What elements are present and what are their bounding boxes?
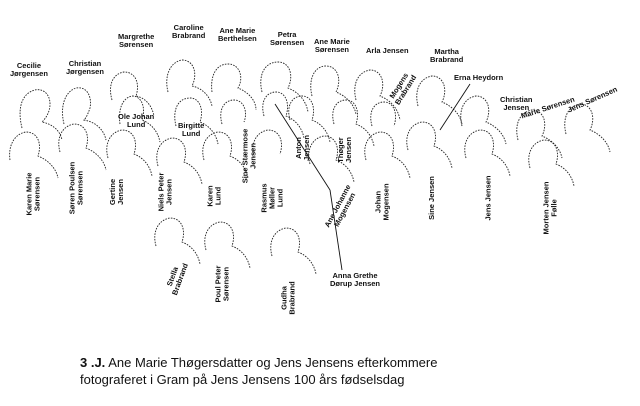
figure-caption: 3 .J. Ane Marie Thøgersdatter og Jens Je… <box>80 354 550 388</box>
label-rasmus: Rasmus Møller Lund <box>259 183 285 213</box>
label-caroline: Caroline Brabrand <box>172 23 206 40</box>
label-sine-jensen: Sine Jensen <box>426 176 436 220</box>
label-birgitte: Birgitte Lund <box>178 121 205 138</box>
caption-line-1: Ane Marie Thøgersdatter og Jens Jensens … <box>108 355 438 370</box>
label-anna-grethe: Anna Grethe Dørup Jensen <box>330 271 381 288</box>
label-jens-jensen: Jens Jensen <box>483 175 493 221</box>
caption-number: 3 .J. <box>80 355 106 370</box>
label-arla: Arla Jensen <box>366 46 409 55</box>
label-johan: Johan Mogensen <box>373 183 391 221</box>
label-gudha: Gudha Brabrand <box>279 281 297 315</box>
label-margrethe: Margrethe Sørensen <box>118 32 155 49</box>
label-karen-lund: Karen Lund <box>205 185 223 207</box>
caption-line-2: fotograferet i Gram på Jens Jensens 100 … <box>80 372 405 387</box>
label-gertine: Gertine Jensen <box>108 178 126 206</box>
label-niels-peter: Niels Peter Jensen <box>156 172 174 212</box>
label-ane-marie-sorensen: Ane Marie Sørensen <box>314 37 350 54</box>
label-petra: Petra Sørensen <box>270 30 305 47</box>
label-morten: Morten Jensen Følle <box>541 181 559 235</box>
label-thoger: Thøger Jensen <box>335 137 353 163</box>
label-martha: Martha Brabrand <box>430 47 464 64</box>
label-sine-staermose: Sine Stærmose Jensen <box>240 128 258 184</box>
label-ole-johan: Ole Johan Lund <box>118 112 155 129</box>
label-anton: Anton Jensen <box>293 135 311 161</box>
label-poul-peter: Poul Peter Sørensen <box>213 265 231 303</box>
label-ane-marie-berthelsen: Ane Marie Berthelsen <box>218 26 257 43</box>
label-cecilie: Cecilie Jørgensen <box>10 61 48 78</box>
label-soren-poulsen: Søren Poulsen Sørensen <box>67 161 85 215</box>
label-karen-marie: Karen Marie Sørensen <box>24 172 42 216</box>
label-christian-jorgensen: Christian Jørgensen <box>66 59 104 76</box>
label-christian-jensen: Christian Jensen <box>500 95 533 112</box>
label-erna: Erna Heydorn <box>454 73 504 82</box>
